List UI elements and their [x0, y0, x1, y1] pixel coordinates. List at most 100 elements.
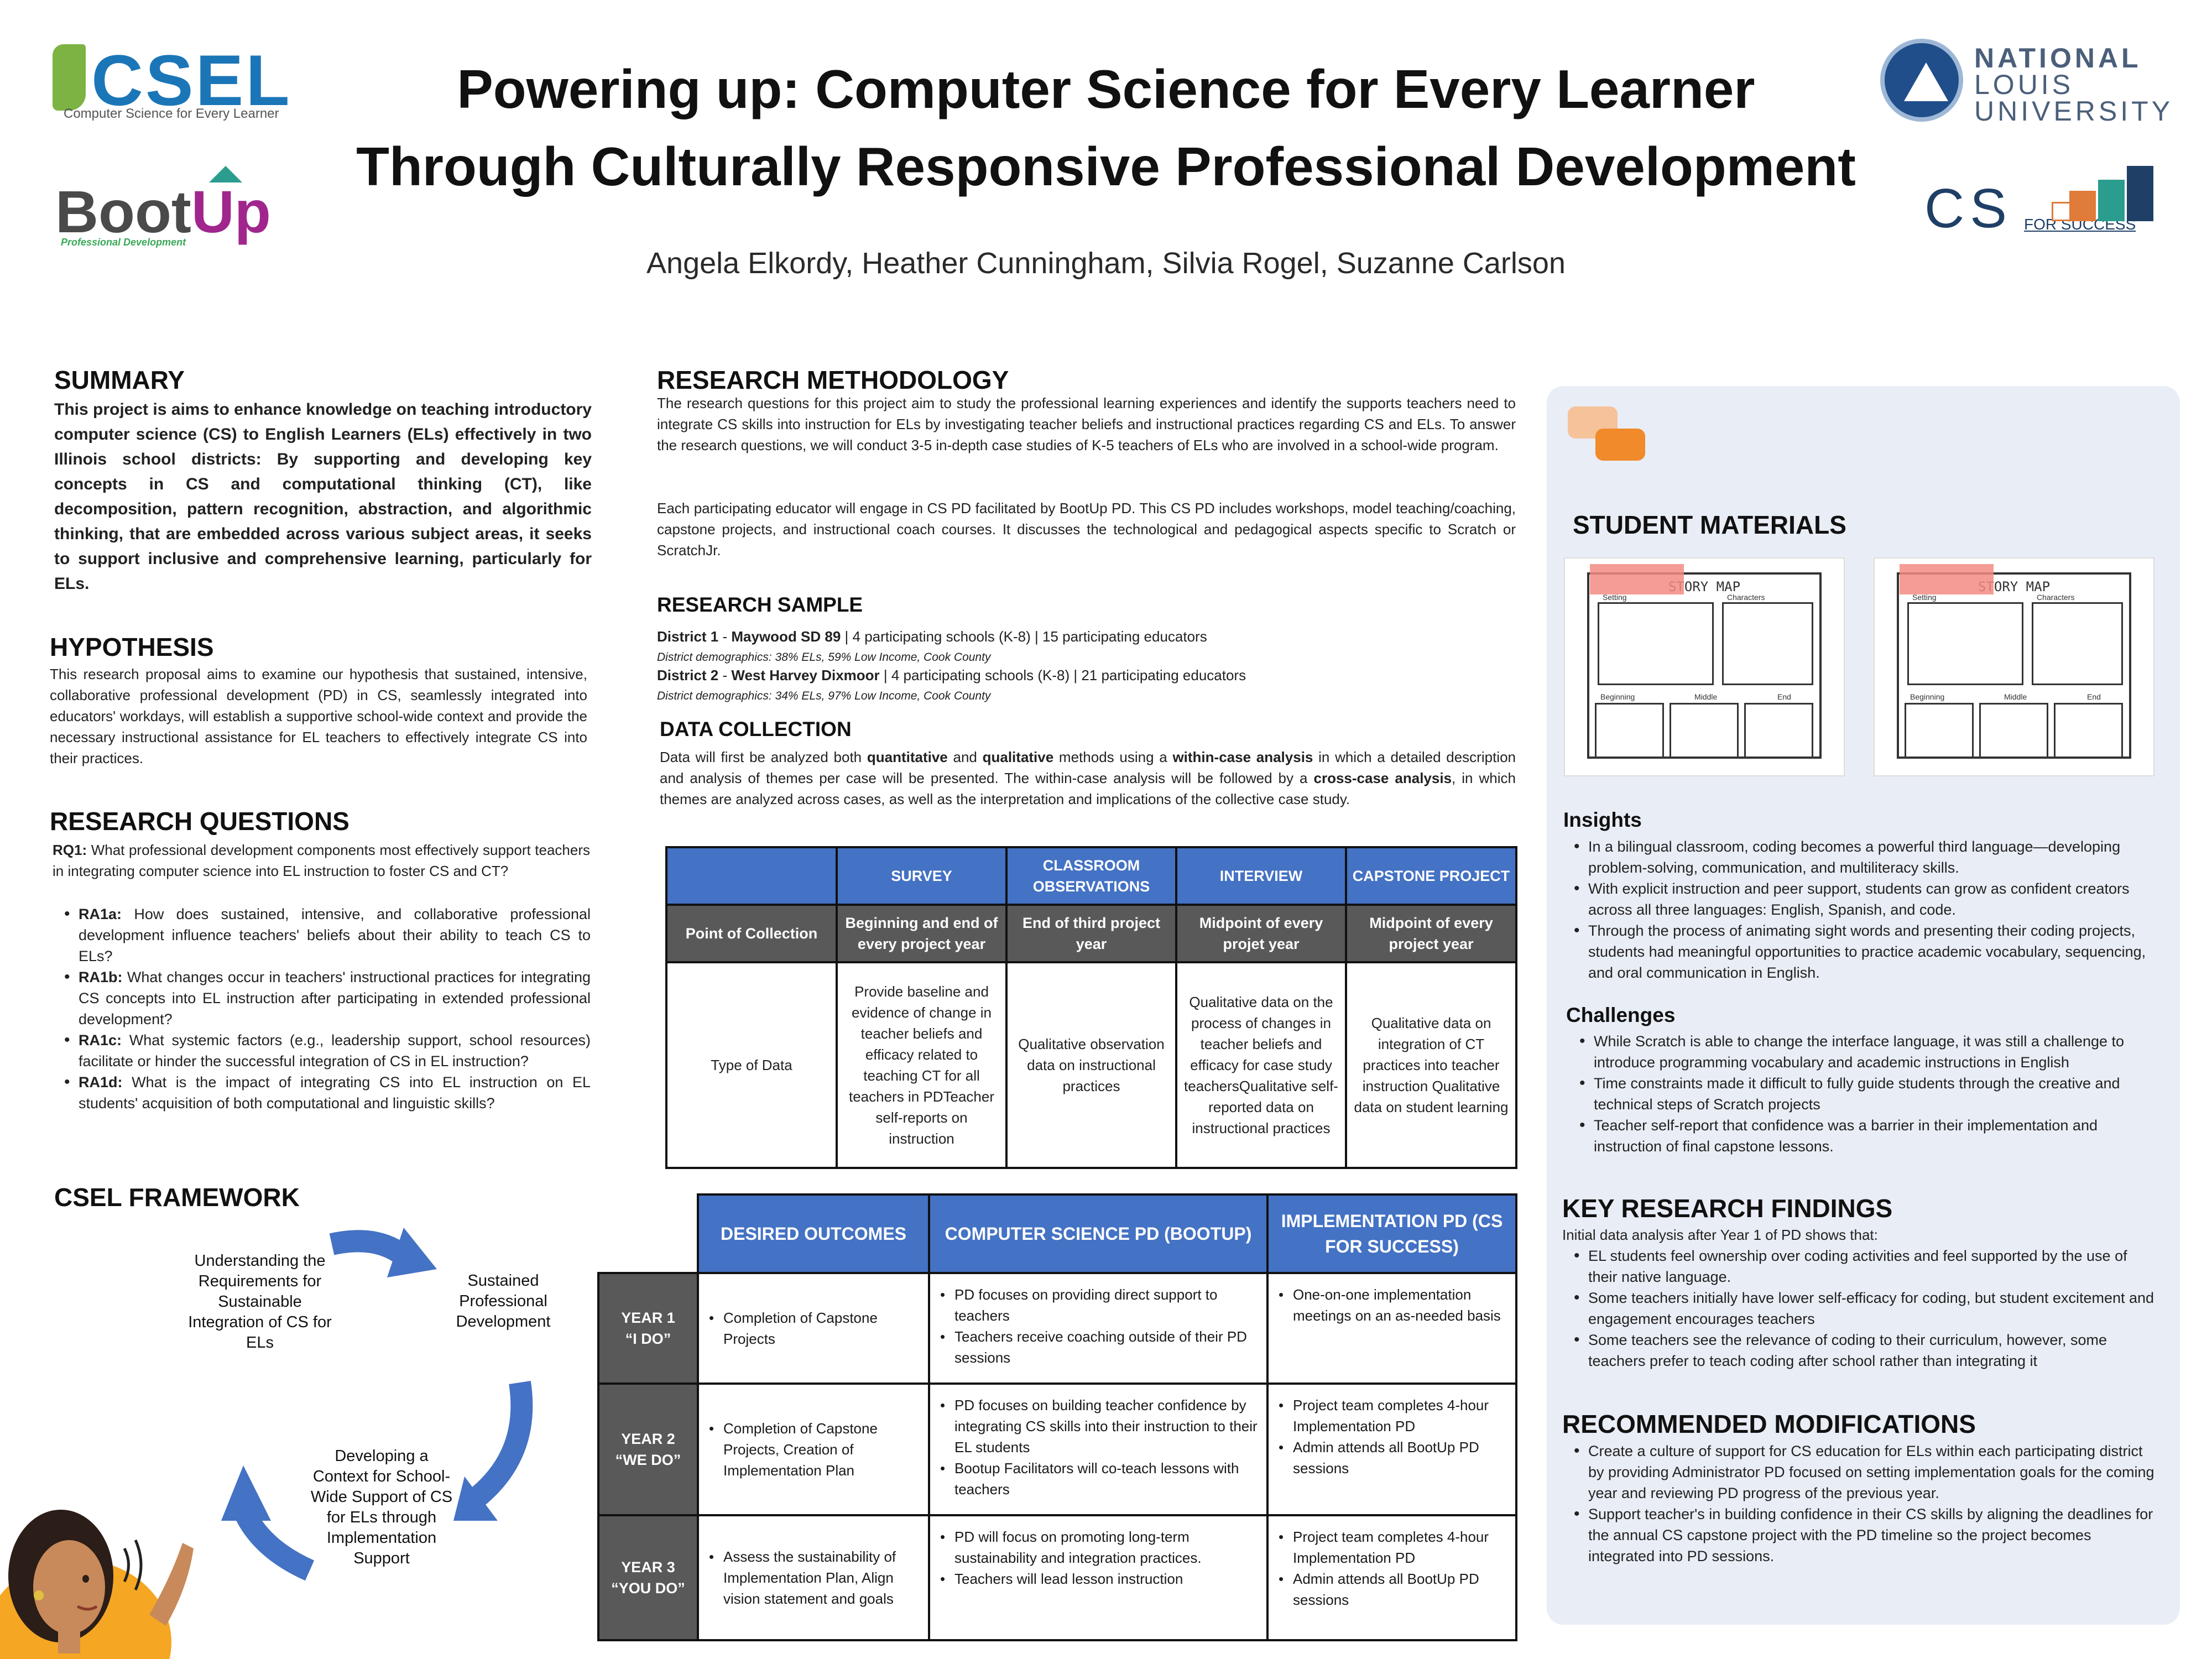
list-item: Bootup Facilitators will co-teach lesson…	[938, 1458, 1259, 1500]
methodology-p2: Each participating educator will engage …	[657, 500, 1516, 559]
framework-node-context: Developing a Context for School-Wide Sup…	[310, 1447, 453, 1567]
findings-heading: KEY RESEARCH FINDINGS	[1562, 1194, 1893, 1223]
table-header-cell: INTERVIEW	[1175, 846, 1347, 906]
table-cell: Qualitative observation data on instruct…	[1005, 961, 1177, 1169]
cs4s-logo-text: CS	[1924, 178, 2012, 239]
framework-arrowhead-right	[453, 1477, 498, 1521]
title-line-1: Powering up: Computer Science for Every …	[457, 59, 1755, 119]
list-item: Admin attends all BootUp PD sessions	[1276, 1568, 1507, 1610]
insights-heading: Insights	[1563, 808, 1642, 831]
csel-logo-tagline: Computer Science for Every Learner	[64, 106, 279, 121]
story-middle-box	[1979, 703, 2048, 758]
speaker-person-icon	[0, 1510, 194, 1659]
sample-district-1-demographics: District demographics: 38% ELs, 59% Low …	[657, 651, 991, 664]
table-row: YEAR 1“I DO” Completion of Capstone Proj…	[597, 1272, 1517, 1385]
list-item: With explicit instruction and peer suppo…	[1571, 878, 2157, 920]
summary-text: This project is aims to enhance knowledg…	[54, 400, 592, 593]
framework-diagram	[0, 1228, 533, 1659]
story-end-label: End	[2087, 692, 2101, 701]
story-end-box	[1744, 703, 1813, 758]
framework-node-requirements: Understanding the Requirements for Susta…	[188, 1252, 332, 1352]
pd-timeline-table: DESIRED OUTCOMES COMPUTER SCIENCE PD (BO…	[597, 1193, 1517, 1641]
table-cell: Project team completes 4-hour Implementa…	[1266, 1514, 1517, 1641]
list-item: EL students feel ownership over coding a…	[1571, 1245, 2157, 1287]
bootup-logo: BootUp Professional Development	[55, 166, 271, 249]
sample-heading: RESEARCH SAMPLE	[657, 593, 863, 616]
list-item: Teachers will lead lesson instruction	[938, 1568, 1259, 1589]
list-item: Assess the sustainability of Implementat…	[707, 1546, 920, 1609]
list-item: Support teacher's in building confidence…	[1571, 1504, 2157, 1567]
story-beginning-label: Beginning	[1600, 692, 1635, 701]
list-item: RA1d: What is the impact of integrating …	[61, 1072, 591, 1114]
table-cell: Project team completes 4-hour Implementa…	[1266, 1383, 1517, 1516]
list-item: PD focuses on providing direct support t…	[938, 1284, 1259, 1326]
list-item: RA1b: What changes occur in teachers' in…	[61, 967, 591, 1030]
challenges-list: While Scratch is able to change the inte…	[1576, 1031, 2157, 1157]
bar-chart-bar	[2127, 166, 2153, 221]
list-item: Completion of Capstone Projects	[707, 1307, 920, 1349]
challenges-heading: Challenges	[1566, 1004, 1676, 1026]
list-item: Admin attends all BootUp PD sessions	[1276, 1437, 1507, 1479]
table-header-cell	[665, 846, 838, 906]
methodology-p1: The research questions for this project …	[657, 395, 1516, 453]
table-header-cell: COMPUTER SCIENCE PD (BOOTUP)	[928, 1193, 1269, 1274]
list-item: Project team completes 4-hour Implementa…	[1276, 1395, 1507, 1437]
story-middle-label: Middle	[2004, 692, 2027, 701]
table-cell: Midpoint of every projet year	[1175, 904, 1347, 963]
cs-for-success-logo: CS FOR SUCCESS	[1924, 160, 2157, 243]
year-label: YEAR 3“YOU DO”	[597, 1514, 699, 1641]
data-collection-text: Data will first be analyzed both quantit…	[660, 749, 1516, 807]
csel-logo: CSEL Computer Science for Every Learner	[53, 39, 290, 127]
table-header-cell: IMPLEMENTATION PD (CS FOR SUCCESS)	[1266, 1193, 1517, 1274]
bar-chart-bar	[2098, 180, 2125, 221]
story-end-box	[2054, 703, 2123, 758]
story-setting-box: Setting	[1598, 593, 1714, 685]
list-item: Project team completes 4-hour Implementa…	[1276, 1526, 1507, 1568]
table-cell: Midpoint of every project year	[1345, 904, 1517, 963]
nlu-logo: NATIONAL LOUIS UNIVERSITY	[1880, 39, 2170, 127]
house-arrow-icon	[209, 166, 242, 182]
table-header-row: SURVEY CLASSROOM OBSERVATIONS INTERVIEW …	[665, 846, 1517, 906]
sample-district-2: District 2 - West Harvey Dixmoor | 4 par…	[657, 667, 1246, 684]
table-cell: One-on-one implementation meetings on an…	[1266, 1272, 1517, 1385]
insights-list: In a bilingual classroom, coding becomes…	[1571, 836, 2157, 983]
research-questions-heading: RESEARCH QUESTIONS	[50, 807, 349, 836]
framework-arrow-right	[468, 1380, 533, 1507]
framework-arrowhead-top	[387, 1228, 437, 1277]
framework-arrowhead-left	[221, 1465, 271, 1521]
bootup-logo-tagline: Professional Development	[61, 237, 186, 248]
list-item: In a bilingual classroom, coding becomes…	[1571, 836, 2157, 878]
story-characters-box: Characters	[2032, 593, 2123, 685]
framework-heading: CSEL FRAMEWORK	[54, 1183, 300, 1212]
nlu-seal-icon	[1880, 39, 1963, 122]
table-cell: Provide baseline and evidence of change …	[836, 961, 1008, 1169]
nlu-logo-line2: LOUIS	[1974, 69, 2074, 100]
nlu-logo-line3: UNIVERSITY	[1974, 96, 2174, 127]
methodology-heading: RESEARCH METHODOLOGY	[657, 366, 1009, 394]
list-item: While Scratch is able to change the inte…	[1576, 1031, 2157, 1073]
list-item: Teachers receive coaching outside of the…	[938, 1326, 1259, 1368]
rq-sub-list: RA1a: How does sustained, intensive, and…	[61, 904, 591, 1114]
table-cell: Point of Collection	[665, 904, 838, 963]
story-beginning-box	[1595, 703, 1664, 758]
list-item: RA1c: What systemic factors (e.g., leade…	[61, 1030, 591, 1072]
list-item: Some teachers initially have lower self-…	[1571, 1287, 2157, 1329]
table-cell: Type of Data	[665, 961, 838, 1169]
csel-logo-text: CSEL	[91, 40, 292, 121]
student-materials-heading: STUDENT MATERIALS	[1573, 510, 1846, 539]
bootup-logo-text: BootUp	[55, 178, 271, 245]
framework-node-sustained-pd: Sustained Professional Development	[456, 1272, 551, 1331]
list-item: Through the process of animating sight w…	[1571, 920, 2157, 983]
list-item: Create a culture of support for CS educa…	[1571, 1441, 2157, 1504]
story-characters-box: Characters	[1722, 593, 1813, 685]
table-cell: PD focuses on building teacher confidenc…	[928, 1383, 1269, 1516]
table-cell: Assess the sustainability of Implementat…	[697, 1514, 930, 1641]
table-header-cell: CLASSROOM OBSERVATIONS	[1005, 846, 1177, 906]
nlu-logo-line1: NATIONAL	[1974, 43, 2142, 74]
hypothesis-heading: HYPOTHESIS	[50, 633, 214, 661]
table-cell: PD focuses on providing direct support t…	[928, 1272, 1269, 1385]
list-item: PD focuses on building teacher confidenc…	[938, 1395, 1259, 1458]
story-beginning-label: Beginning	[1910, 692, 1945, 701]
hypothesis-text: This research proposal aims to examine o…	[50, 666, 587, 766]
table-cell: Completion of Capstone Projects	[697, 1272, 930, 1385]
